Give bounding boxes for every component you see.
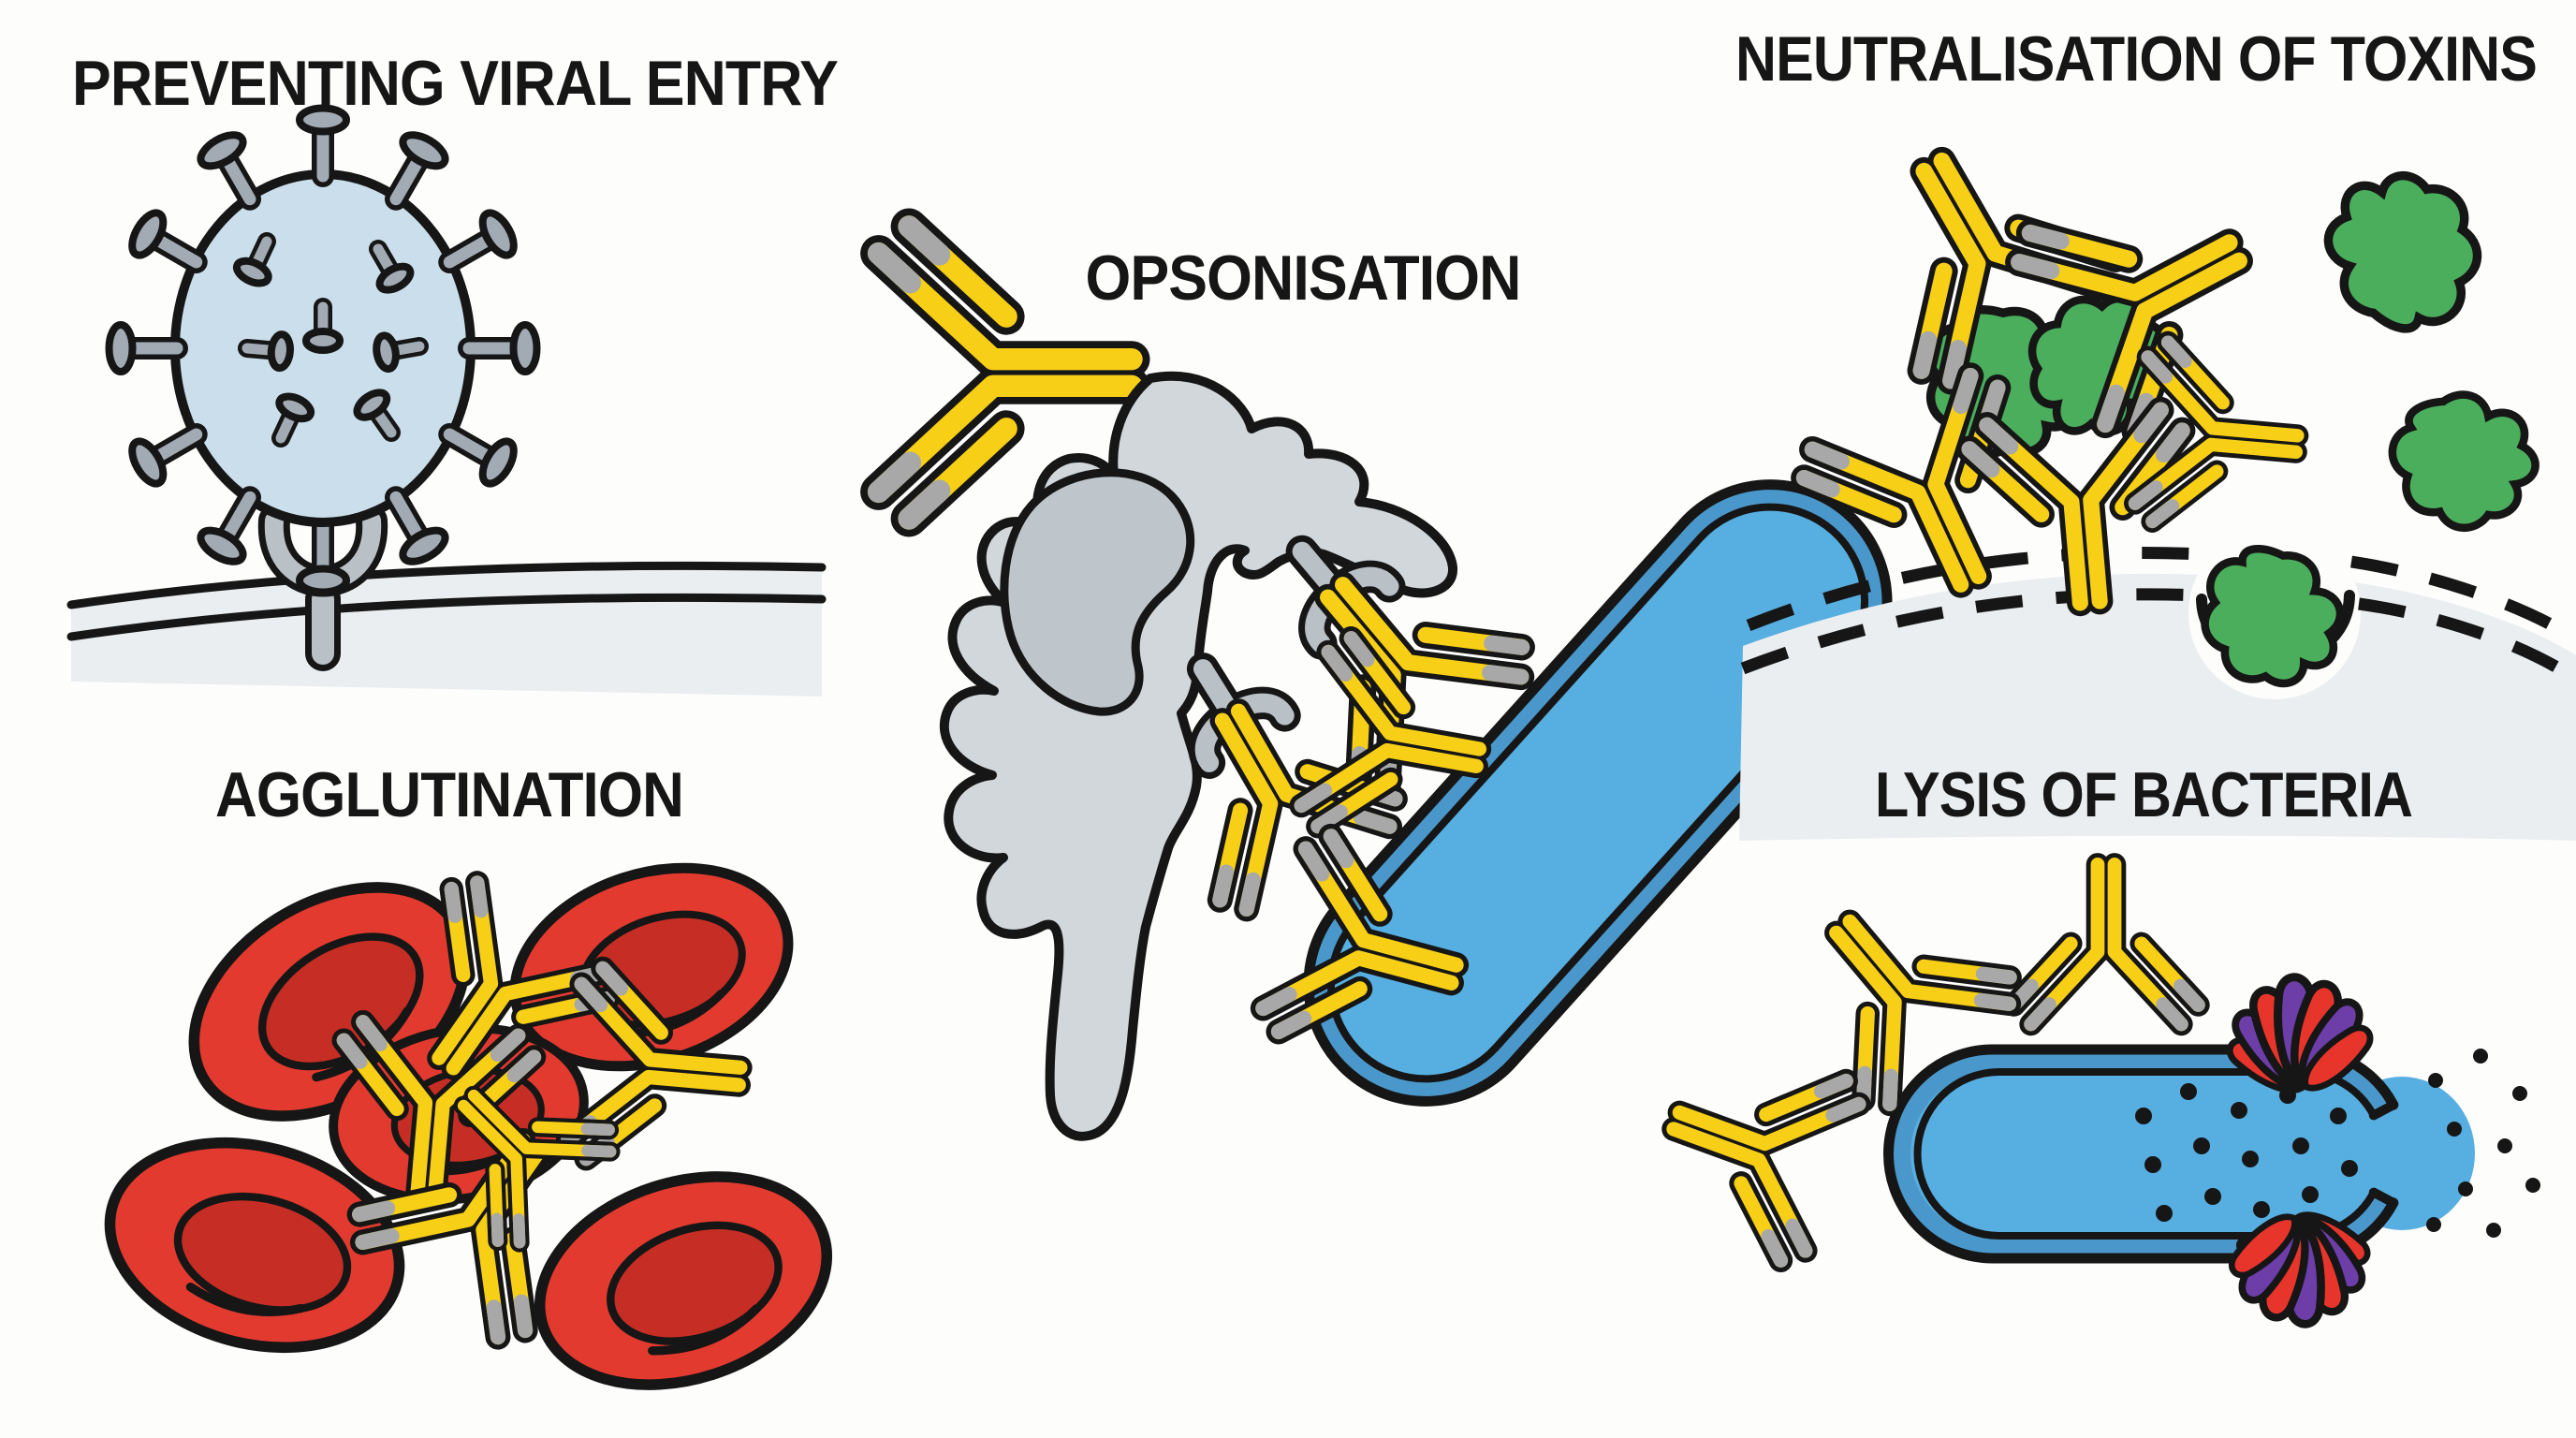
panel-preventing-viral-entry [66, 109, 1132, 697]
membrane-dashed-line [2358, 597, 2576, 683]
virus-spike-icon [125, 414, 208, 489]
panel-title-lysis-of-bacteria: LYSIS OF BACTERIA [1875, 759, 2412, 830]
free-toxin-icon [2305, 154, 2500, 347]
cell-membrane-outer-line [66, 561, 827, 609]
virus-spike-icon [438, 208, 520, 283]
virus-spike-icon [469, 325, 537, 372]
virus-particle [110, 109, 537, 593]
membrane-dashed-line [1740, 588, 2203, 675]
panel-title-opsonisation: OPSONISATION [1086, 242, 1521, 314]
antibody-icon [1644, 1031, 1865, 1267]
bacterium [1303, 479, 1893, 1107]
membrane-dashed-line [2350, 555, 2576, 642]
antibody-icon [2133, 341, 2305, 534]
cell-membrane-fill [1739, 573, 2576, 841]
bacterium-lysing [1883, 1044, 2540, 1264]
virus-spike-icon [438, 414, 520, 489]
panel-title-neutralisation-of-toxins: NEUTRALISATION OF TOXINS [1735, 23, 2537, 95]
red-blood-cell-icon [513, 1141, 854, 1419]
bacterium-inner-membrane [1913, 1068, 2305, 1240]
antibody-icon [2014, 864, 2199, 1024]
phagocyte-nucleus [1000, 468, 1195, 716]
leaking-contents-dots [2135, 1049, 2540, 1254]
virus-spike-icon [300, 524, 346, 593]
virus-spike-icon [375, 128, 450, 211]
virus-spike-icon [125, 208, 208, 283]
cytoplasm-spill [2329, 1077, 2475, 1230]
panel-lysis-of-bacteria [1644, 864, 2540, 1331]
panel-title-preventing-viral-entry: PREVENTING VIRAL ENTRY [72, 48, 839, 119]
bacterium-outer-membrane [1883, 1044, 2306, 1264]
virus-spike-icon [196, 128, 271, 211]
panel-opsonisation [939, 371, 1893, 1141]
cell-membrane-inner-line [66, 593, 827, 641]
panel-title-agglutination: AGGLUTINATION [215, 759, 683, 830]
virus-spike-icon [110, 325, 178, 372]
panel-agglutination [87, 835, 855, 1420]
free-toxin-icon [2379, 376, 2549, 545]
panel-neutralisation-of-toxins [1739, 110, 2576, 841]
